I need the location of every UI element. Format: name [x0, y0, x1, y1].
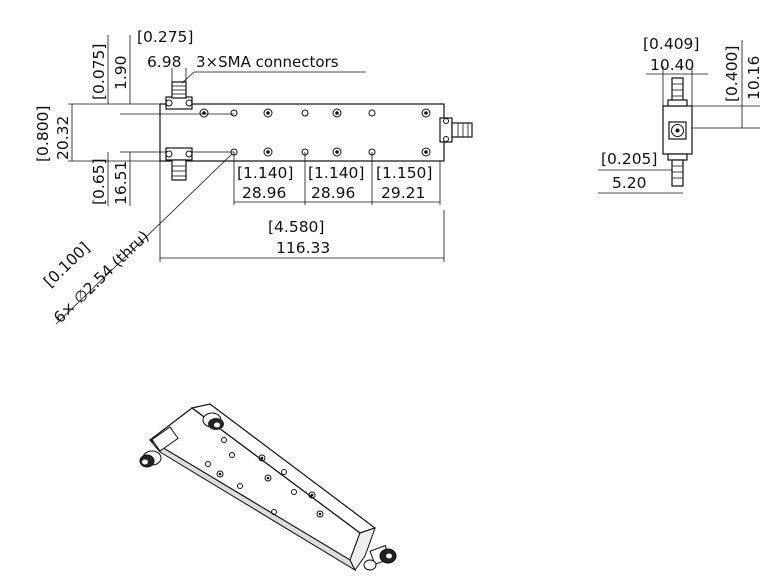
dim-pitch-1-in: [1.140] — [237, 164, 293, 182]
sma-connector-side-top — [667, 77, 688, 107]
dim-top-margin-mm: 1.90 — [112, 55, 130, 90]
top-view: [0.275] 6.98 3×SMA connectors [0.075] 1.… — [34, 28, 473, 327]
dim-port-spacing-mm: 16.51 — [112, 161, 130, 205]
sma-connector-right — [439, 117, 473, 143]
sma-connector-bottom-left — [165, 147, 193, 181]
dim-pitch-1-mm: 28.96 — [242, 184, 286, 202]
iso-connector-left — [139, 426, 179, 468]
dim-height-mm: 10.16 — [745, 56, 763, 100]
dim-conn-height-mm: 5.20 — [612, 174, 647, 192]
dim-height-in: [0.400] — [723, 46, 741, 102]
sma-connector-side-bottom — [667, 153, 688, 187]
dim-top-margin-in: [0.075] — [90, 44, 108, 100]
dim-depth-mm: 10.40 — [650, 56, 694, 74]
dim-width-in: [0.800] — [34, 106, 52, 162]
sma-connector-top-left — [165, 81, 193, 110]
dim-pitch-2-in: [1.140] — [308, 164, 364, 182]
dim-conn-height-in: [0.205] — [601, 150, 657, 168]
dim-length-mm: 116.33 — [276, 239, 330, 257]
screws-top — [199, 108, 431, 157]
dim-port-spacing-in: [0.65] — [90, 158, 108, 205]
dim-pitch-3-in: [1.150] — [376, 164, 432, 182]
dim-pitch-3-mm: 29.21 — [381, 184, 425, 202]
side-view: [0.409] 10.40 [0.400] 10.16 [0.205] 5.20 — [598, 35, 763, 194]
iso-splitter-icon — [139, 403, 397, 572]
front-port-icon — [668, 121, 687, 140]
dim-pitch-2-mm: 28.96 — [311, 184, 355, 202]
dim-conn-offset-mm: 6.98 — [147, 53, 182, 71]
dim-length-in: [4.580] — [268, 218, 324, 236]
dim-conn-offset-in: [0.275] — [137, 28, 193, 46]
iso-connector-back — [202, 412, 224, 430]
dim-width-mm: 20.32 — [54, 116, 72, 160]
iso-connector-right — [363, 545, 397, 571]
dim-depth-in: [0.409] — [643, 35, 699, 53]
connector-label: 3×SMA connectors — [196, 53, 339, 71]
